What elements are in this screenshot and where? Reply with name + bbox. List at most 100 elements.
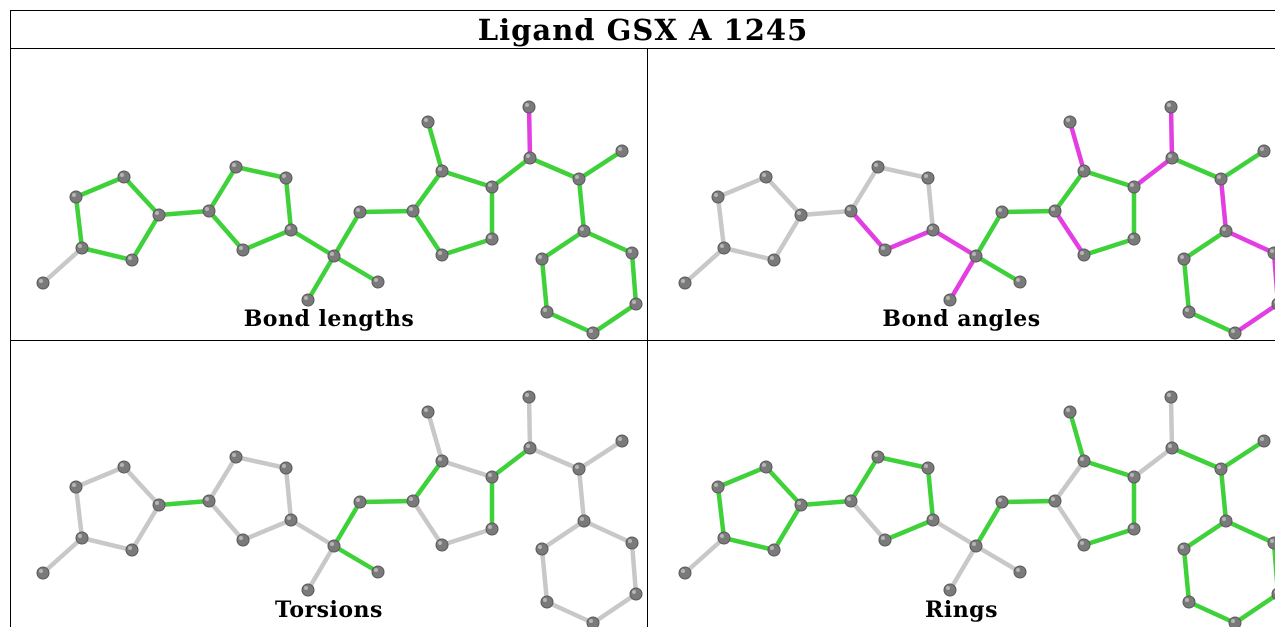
middle-divider: [10, 340, 1275, 341]
atom: [995, 495, 1009, 509]
atom-highlight: [770, 256, 774, 260]
atom-highlight: [1130, 525, 1134, 529]
atom-highlight: [330, 542, 334, 546]
atom: [1127, 470, 1141, 484]
atom: [301, 583, 315, 597]
left-border: [10, 49, 11, 627]
atom: [995, 205, 1009, 219]
atom: [1214, 172, 1228, 186]
bond: [947, 543, 979, 593]
bond: [629, 250, 639, 307]
atom: [485, 232, 499, 246]
atom-highlight: [1051, 207, 1055, 211]
atom-highlight: [438, 541, 442, 545]
atom: [1077, 248, 1091, 262]
atom-highlight: [72, 483, 76, 487]
atom-highlight: [946, 586, 950, 590]
atom: [794, 208, 808, 222]
bond: [682, 535, 727, 576]
bond: [682, 245, 727, 286]
atom-highlight: [374, 278, 378, 282]
bond: [73, 174, 127, 200]
bond: [1052, 458, 1087, 504]
atom-highlight: [1260, 437, 1264, 441]
atom: [678, 566, 692, 580]
atom-highlight: [1167, 103, 1171, 107]
atom-highlight: [618, 437, 622, 441]
molecule-torsions: [36, 390, 643, 627]
atom: [522, 100, 536, 114]
atom: [921, 461, 935, 475]
atom: [1177, 542, 1191, 556]
atom-highlight: [998, 208, 1002, 212]
atom-highlight: [72, 193, 76, 197]
atom: [926, 513, 940, 527]
atom-highlight: [632, 590, 636, 594]
bond: [581, 518, 635, 546]
atom-highlight: [330, 252, 334, 256]
atom-highlight: [924, 174, 928, 178]
bond: [999, 498, 1058, 505]
atom-highlight: [1168, 154, 1172, 158]
atom: [1127, 180, 1141, 194]
bond: [947, 253, 979, 303]
atom: [535, 542, 549, 556]
atom-highlight: [128, 546, 132, 550]
atom: [577, 224, 591, 238]
atom: [759, 460, 773, 474]
atom-highlight: [356, 208, 360, 212]
atom-highlight: [409, 497, 413, 501]
bond: [206, 454, 239, 504]
bond: [1081, 458, 1137, 480]
bond: [1218, 438, 1267, 472]
atom: [711, 480, 725, 494]
atom-highlight: [628, 249, 632, 253]
atom: [577, 514, 591, 528]
atom: [572, 172, 586, 186]
atom: [1063, 405, 1077, 419]
bond: [771, 212, 804, 263]
atom: [523, 151, 537, 165]
atom: [844, 204, 858, 218]
atom: [615, 144, 629, 158]
atom-highlight: [881, 246, 885, 250]
atom: [371, 565, 385, 579]
atom: [711, 190, 725, 204]
bond: [79, 535, 135, 553]
atom: [327, 539, 341, 553]
bond: [1168, 394, 1175, 451]
atom: [69, 480, 83, 494]
atom-highlight: [1130, 183, 1134, 187]
atom-highlight: [1080, 167, 1084, 171]
bond: [973, 253, 1023, 285]
atom: [117, 170, 131, 184]
atom: [794, 498, 808, 512]
bond: [930, 227, 979, 259]
atom-highlight: [282, 464, 286, 468]
atom: [1219, 224, 1233, 238]
atom: [284, 513, 298, 527]
bond: [973, 499, 1005, 549]
atom-highlight: [205, 497, 209, 501]
bond: [425, 119, 445, 174]
atom: [717, 531, 731, 545]
atom-highlight: [1185, 308, 1189, 312]
bond: [875, 454, 931, 471]
bond: [721, 535, 777, 553]
bond: [590, 591, 639, 626]
bond: [1081, 168, 1137, 190]
bond: [576, 438, 625, 472]
atom: [615, 434, 629, 448]
bond: [715, 174, 769, 200]
atom-highlight: [1080, 457, 1084, 461]
atom: [421, 115, 435, 129]
atom: [301, 293, 315, 307]
atom: [69, 190, 83, 204]
bond: [848, 164, 881, 214]
atom-highlight: [1270, 539, 1274, 543]
bond: [848, 454, 881, 504]
bond: [1181, 518, 1229, 552]
atom-highlight: [438, 167, 442, 171]
atom-highlight: [543, 308, 547, 312]
atom-highlight: [205, 207, 209, 211]
